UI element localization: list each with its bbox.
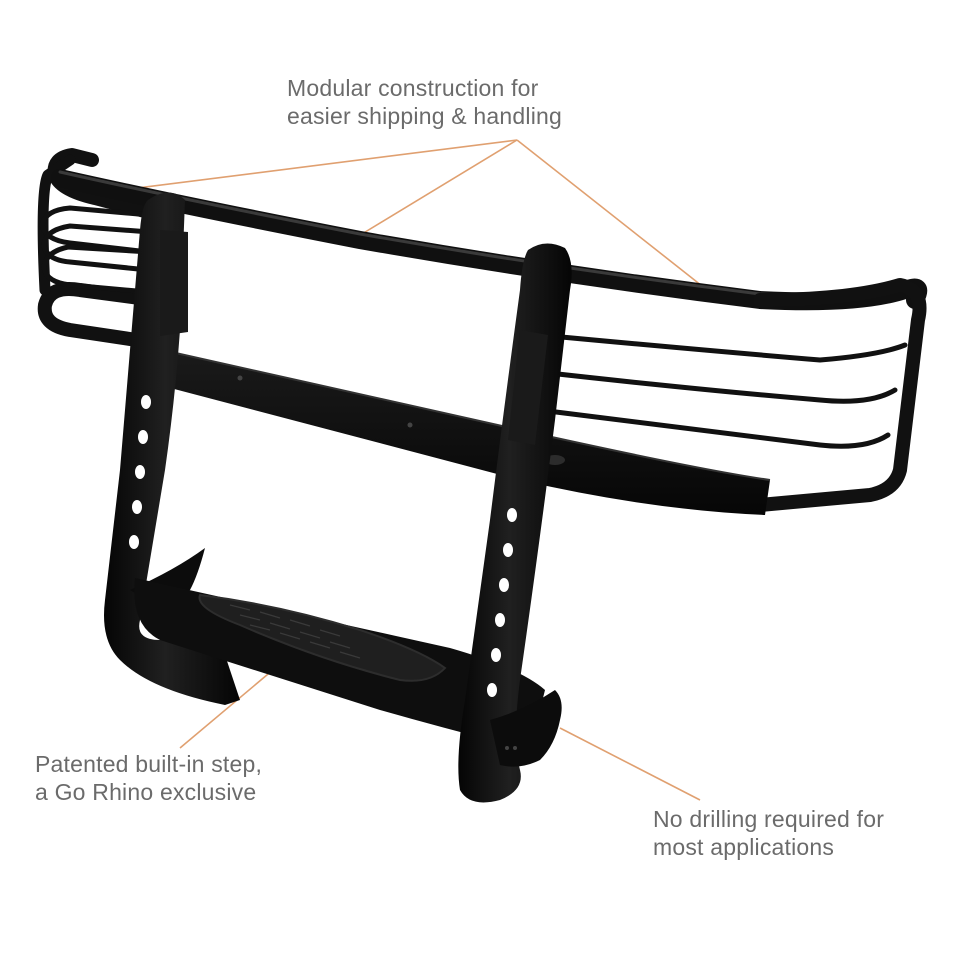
callout-drilling-line-1: No drilling required for (653, 806, 885, 832)
right-wing (537, 278, 927, 512)
cross-plate (140, 345, 770, 515)
built-in-step (134, 578, 545, 750)
callout-modular-line-2: easier shipping & handling (287, 103, 563, 129)
callout-step-line-2: a Go Rhino exclusive (35, 779, 257, 805)
right-upright (458, 243, 572, 803)
callout-built-in-step: Patented built-in step, a Go Rhino exclu… (35, 750, 262, 806)
callout-no-drilling: No drilling required for most applicatio… (653, 805, 884, 861)
left-upright-holes (129, 395, 151, 549)
callout-drilling-line-2: most applications (653, 834, 835, 860)
callout-modular-line-1: Modular construction for (287, 75, 539, 101)
callout-step-line-1: Patented built-in step, (35, 751, 263, 777)
top-rail (51, 169, 928, 311)
callout-modular-construction: Modular construction for easier shipping… (287, 74, 562, 130)
right-upright-holes (487, 508, 517, 697)
